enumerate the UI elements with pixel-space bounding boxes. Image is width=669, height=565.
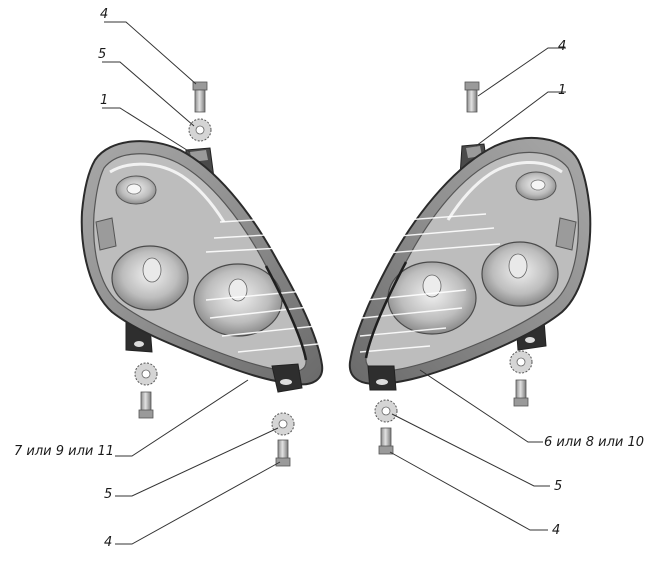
leader-bottom-right-bolt — [389, 451, 548, 531]
leader-bottom-left-bolt — [115, 461, 281, 545]
bolt-right-side — [513, 379, 529, 407]
leader-top-left-washer — [102, 61, 195, 127]
bolt-bottom-left — [275, 439, 291, 467]
left-headlamp — [80, 140, 324, 393]
leader-top-left-bracket — [102, 107, 191, 153]
washer-bottom-right — [374, 399, 398, 423]
leader-top-right-bracket — [475, 91, 566, 147]
washer-left-side — [134, 362, 158, 386]
callout-top-right-bracket: 1 — [558, 83, 567, 98]
callout-top-left-washer: 5 — [98, 47, 107, 62]
leader-top-left-bolt — [104, 21, 197, 85]
right-headlamp — [348, 136, 592, 391]
bolt-bottom-right — [378, 427, 394, 455]
leader-left-headlamp — [115, 379, 249, 457]
leader-lines — [102, 21, 566, 545]
callout-right-headlamp: 6 или 8 или 10 — [544, 435, 645, 450]
leader-bottom-left-washer — [115, 427, 279, 497]
callout-top-left-bolt: 4 — [100, 7, 109, 22]
callout-left-headlamp: 7 или 9 или 11 — [14, 444, 115, 459]
bolt-top-left — [192, 81, 208, 113]
callout-bottom-left-bolt: 4 — [104, 535, 113, 550]
leader-bottom-right-washer — [391, 413, 550, 487]
callout-top-right-bolt: 4 — [558, 39, 567, 54]
washer-bottom-left — [271, 412, 295, 436]
bolt-left-side — [138, 391, 154, 419]
callout-bottom-right-bolt: 4 — [552, 523, 561, 538]
callout-top-left-bracket: 1 — [100, 93, 109, 108]
callout-bottom-left-washer: 5 — [104, 487, 113, 502]
callout-bottom-right-washer: 5 — [554, 479, 563, 494]
washer-top-left — [188, 118, 212, 142]
leader-top-right-bolt — [477, 47, 566, 97]
bolt-top-right — [464, 81, 480, 113]
leader-right-headlamp — [419, 369, 543, 443]
washer-right-side — [509, 350, 533, 374]
